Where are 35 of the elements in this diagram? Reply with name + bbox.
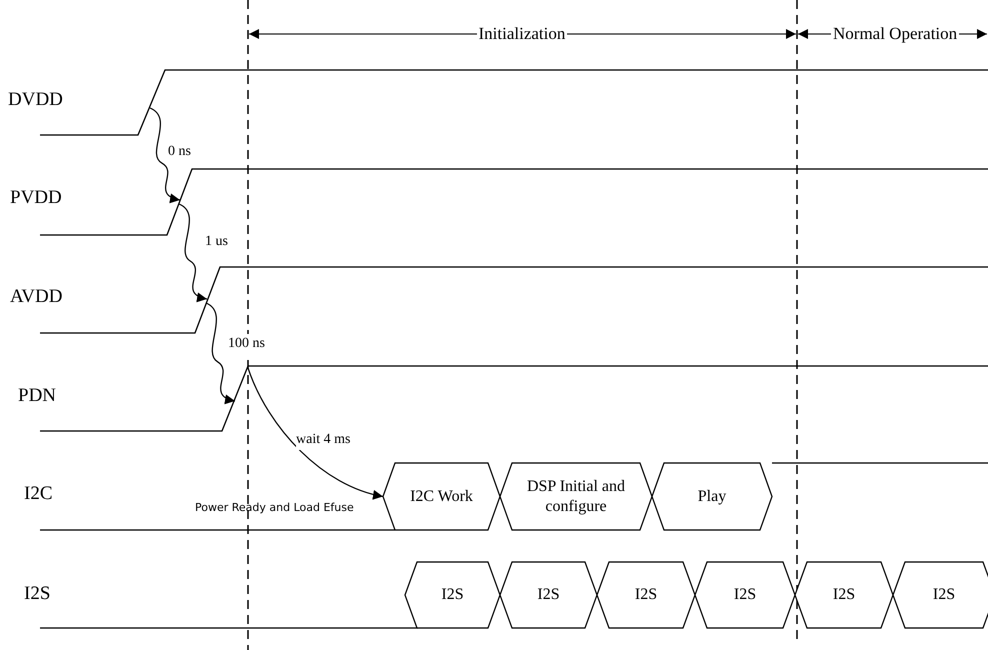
bus-state — [405, 562, 500, 628]
state-label: Play — [698, 486, 726, 506]
bus-state — [597, 562, 695, 628]
bus-state — [500, 562, 597, 628]
signal-name: PVDD — [10, 188, 62, 208]
timing-arrow — [178, 203, 208, 302]
timing-arrow — [206, 302, 236, 404]
state-label: I2S — [537, 585, 560, 605]
state-label: DSP Initial and configure — [526, 476, 626, 516]
state-label: I2C Work — [410, 486, 473, 506]
state-label: I2S — [634, 585, 658, 605]
signal-name: PDN — [18, 386, 56, 406]
signal-name: DVDD — [8, 90, 63, 110]
bus-state — [795, 562, 893, 628]
signal-waveform — [10, 266, 988, 334]
signal-name: I2S — [24, 584, 50, 604]
signal-name: AVDD — [10, 287, 62, 307]
timing-arrow — [150, 107, 180, 202]
bus-state — [652, 463, 772, 530]
signal-name: I2C — [24, 484, 52, 504]
edge-label: 100 ns — [228, 334, 265, 354]
state-label: I2S — [932, 585, 956, 605]
phase-label: Normal Operation — [831, 24, 960, 44]
signal-waveform — [18, 365, 988, 432]
signal-waveform — [8, 69, 988, 136]
note-text: Power Ready and Load Efuse — [195, 500, 354, 516]
bus-state — [893, 562, 988, 628]
bus-state — [695, 562, 795, 628]
signal-waveform — [10, 168, 988, 236]
bus-state — [500, 463, 652, 530]
state-label: I2S — [734, 585, 756, 605]
state-label: I2S — [441, 585, 464, 605]
bus-state — [383, 463, 500, 530]
timing-arrow — [247, 368, 384, 500]
state-label: I2S — [832, 585, 856, 605]
